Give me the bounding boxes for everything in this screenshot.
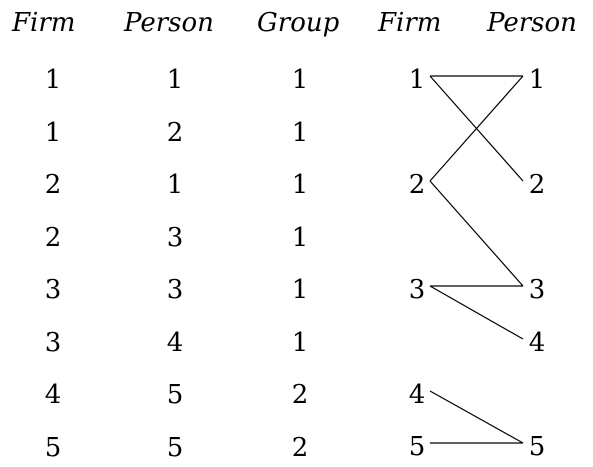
table-cell-group: 2 bbox=[291, 380, 309, 410]
edge-firm-2-person-3 bbox=[429, 180, 524, 287]
table-cell-group: 1 bbox=[291, 170, 309, 200]
table-cell-firm: 3 bbox=[44, 327, 62, 358]
person-node: 3 bbox=[528, 275, 546, 305]
firm-node: 3 bbox=[408, 275, 426, 305]
person-node: 2 bbox=[528, 170, 546, 200]
graph-header-person: Person bbox=[487, 8, 577, 38]
person-node: 5 bbox=[528, 432, 546, 462]
table-cell-person: 2 bbox=[166, 117, 184, 148]
header-person: Person bbox=[124, 8, 214, 38]
table-cell-firm: 1 bbox=[44, 117, 62, 148]
table-cell-firm: 1 bbox=[44, 65, 62, 95]
table-cell-person: 5 bbox=[166, 380, 184, 410]
table-cell-person: 5 bbox=[166, 432, 184, 463]
firm-node: 5 bbox=[408, 432, 426, 462]
person-node: 1 bbox=[528, 65, 546, 95]
table-cell-person: 1 bbox=[166, 65, 184, 95]
firm-node: 1 bbox=[408, 65, 426, 95]
table-cell-person: 3 bbox=[166, 275, 184, 305]
table-cell-group: 1 bbox=[291, 275, 309, 305]
graph-header-firm: Firm bbox=[378, 8, 442, 38]
table-cell-group: 1 bbox=[291, 327, 309, 358]
firm-node: 2 bbox=[408, 170, 426, 200]
table-cell-firm: 5 bbox=[44, 432, 62, 463]
header-firm: Firm bbox=[12, 8, 76, 38]
edge-firm-3-person-4 bbox=[429, 285, 524, 340]
header-group: Group bbox=[257, 8, 340, 38]
table-cell-group: 2 bbox=[291, 432, 309, 463]
firm-node: 4 bbox=[408, 380, 426, 410]
person-node: 4 bbox=[528, 328, 546, 358]
edge-firm-4-person-5 bbox=[429, 390, 524, 444]
edge-firm-2-person-1 bbox=[429, 75, 524, 182]
table-cell-firm: 4 bbox=[44, 380, 62, 410]
table-cell-firm: 2 bbox=[44, 222, 62, 253]
table-cell-person: 1 bbox=[166, 170, 184, 200]
table-cell-person: 3 bbox=[166, 222, 184, 253]
table-cell-firm: 3 bbox=[44, 275, 62, 305]
table-cell-group: 1 bbox=[291, 117, 309, 148]
table-cell-firm: 2 bbox=[44, 170, 62, 200]
table-cell-group: 1 bbox=[291, 222, 309, 253]
table-cell-person: 4 bbox=[166, 327, 184, 358]
table-cell-group: 1 bbox=[291, 65, 309, 95]
